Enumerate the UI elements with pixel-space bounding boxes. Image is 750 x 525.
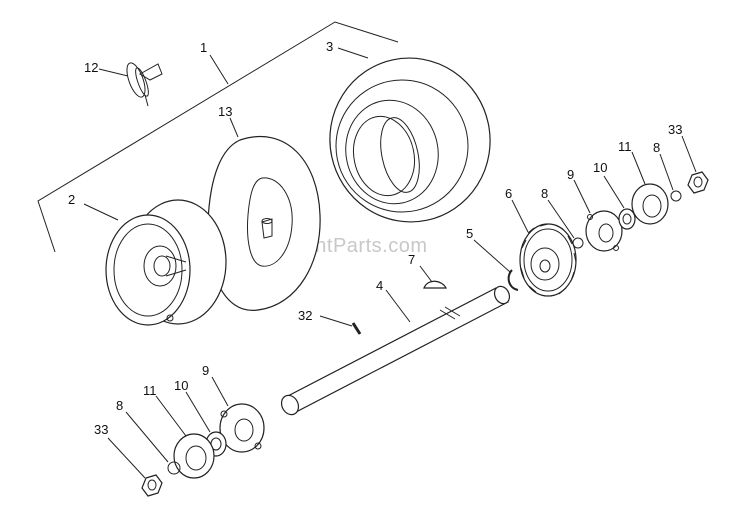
leader-lines bbox=[83, 47, 697, 479]
gear-part bbox=[519, 223, 577, 297]
callout-32: 32 bbox=[298, 308, 312, 323]
lower-lock-nut bbox=[141, 474, 163, 497]
callout-labels: 1 2 3 4 5 6 7 8 9 10 11 8 33 12 13 32 9 … bbox=[68, 39, 682, 437]
callout-8-lower: 8 bbox=[116, 398, 123, 413]
callout-2: 2 bbox=[68, 192, 75, 207]
callout-11-upper: 11 bbox=[618, 139, 632, 154]
upper-washer-2 bbox=[670, 190, 682, 202]
upper-bearing bbox=[618, 208, 636, 230]
callout-8-upper: 8 bbox=[541, 186, 548, 201]
callout-33-lower: 33 bbox=[94, 422, 108, 437]
wheel-rim-part bbox=[105, 199, 227, 326]
callout-7: 7 bbox=[408, 252, 415, 267]
tire-part bbox=[329, 57, 491, 223]
upper-bearing-flange bbox=[585, 210, 623, 252]
callout-12: 12 bbox=[84, 60, 98, 75]
callout-1: 1 bbox=[200, 40, 207, 55]
callout-9-lower: 9 bbox=[202, 363, 209, 378]
callout-10-upper: 10 bbox=[593, 160, 607, 175]
callout-4: 4 bbox=[376, 278, 383, 293]
callout-13: 13 bbox=[218, 104, 232, 119]
upper-flange-plate bbox=[631, 183, 669, 225]
callout-8-right: 8 bbox=[653, 140, 660, 155]
callout-3: 3 bbox=[326, 39, 333, 54]
callout-33-upper: 33 bbox=[668, 122, 682, 137]
lower-washer bbox=[167, 461, 181, 475]
callout-9-upper: 9 bbox=[567, 167, 574, 182]
callout-10-lower: 10 bbox=[174, 378, 188, 393]
upper-washer-1 bbox=[572, 237, 584, 249]
woodruff-key-part bbox=[423, 280, 447, 289]
pin-part bbox=[351, 322, 362, 335]
callout-5: 5 bbox=[466, 226, 473, 241]
callout-11-lower: 11 bbox=[143, 383, 157, 398]
upper-lock-nut bbox=[687, 171, 709, 194]
inner-tube-part bbox=[207, 135, 321, 311]
lower-bearing-flange bbox=[219, 403, 265, 453]
valve-clip-part bbox=[126, 62, 163, 107]
callout-6: 6 bbox=[505, 186, 512, 201]
lower-flange-plate bbox=[173, 433, 215, 479]
axle-part bbox=[280, 285, 511, 416]
retaining-ring-part bbox=[507, 269, 519, 291]
assembly-bracket bbox=[37, 21, 399, 253]
